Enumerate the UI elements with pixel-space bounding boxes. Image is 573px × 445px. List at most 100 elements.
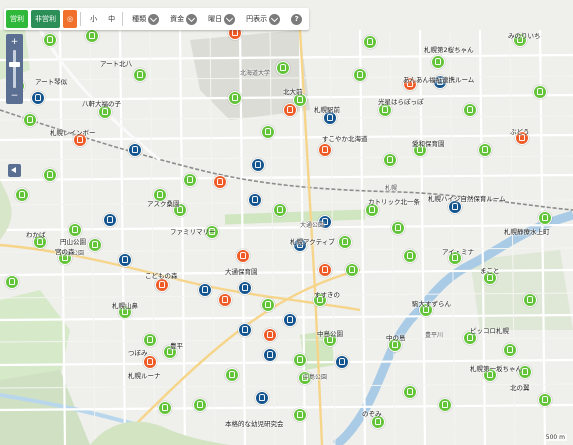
size-medium-button[interactable]: 中 — [104, 10, 119, 28]
map-pin[interactable] — [419, 303, 433, 317]
place-label[interactable]: 札幌第一坂ちゃん — [470, 365, 522, 373]
map-pin[interactable] — [391, 221, 405, 235]
map-pin[interactable] — [153, 188, 167, 202]
place-label[interactable]: あんあん福祉連携ルーム — [403, 76, 475, 84]
place-label[interactable]: 本格的な幼児研究会 — [225, 420, 284, 428]
type-dropdown[interactable]: 種類 — [128, 10, 163, 28]
place-label[interactable]: まこと — [480, 267, 500, 275]
place-label[interactable]: アイ・ミナ — [442, 248, 475, 256]
map-pin[interactable] — [323, 111, 337, 125]
place-label[interactable]: 光星はらぽっぽ — [378, 98, 424, 106]
noncommercial-filter-button[interactable]: 非営利 — [31, 10, 60, 28]
map-pin[interactable] — [298, 371, 312, 385]
map-pin[interactable] — [513, 33, 527, 47]
map-pin[interactable] — [463, 331, 477, 345]
place-label[interactable]: ピッコロ札幌 — [470, 327, 509, 335]
map-pin[interactable] — [523, 293, 537, 307]
place-label[interactable]: アート北八 — [100, 60, 133, 68]
map-pin[interactable] — [261, 125, 275, 139]
place-label[interactable]: カトリック北一条 — [368, 198, 420, 206]
place-label[interactable]: 札幌静療水上町 — [504, 228, 550, 236]
map-pin[interactable] — [433, 75, 447, 89]
map-pin[interactable] — [263, 328, 277, 342]
map-pin[interactable] — [448, 251, 462, 265]
place-label[interactable]: 北の翼 — [510, 384, 530, 392]
map-pin[interactable] — [388, 338, 402, 352]
funding-dropdown[interactable]: 資金 — [166, 10, 201, 28]
map-pin[interactable] — [318, 143, 332, 157]
commercial-filter-button[interactable]: 営利 — [6, 10, 28, 28]
place-label[interactable]: 駒大すずらん — [412, 300, 451, 308]
place-label[interactable]: 札幌山鼻 — [112, 302, 138, 310]
map-pin[interactable] — [276, 61, 290, 75]
zoom-slider-handle[interactable] — [9, 61, 20, 67]
place-label[interactable]: 中の島 — [386, 334, 406, 342]
map-pin[interactable] — [463, 103, 477, 117]
map-pin[interactable] — [85, 29, 99, 43]
place-label[interactable]: 大通保育園 — [225, 268, 258, 276]
map-pin[interactable] — [483, 271, 497, 285]
place-label[interactable]: ぶどう — [510, 128, 530, 136]
weekday-dropdown[interactable]: 曜日 — [204, 10, 239, 28]
map-pin[interactable] — [43, 33, 57, 47]
map-pin[interactable] — [293, 93, 307, 107]
place-label[interactable]: 札幌駅前 — [314, 106, 340, 114]
map-pin[interactable] — [118, 305, 132, 319]
map-pin[interactable] — [293, 408, 307, 422]
map-pin[interactable] — [248, 193, 262, 207]
map-pin[interactable] — [273, 203, 287, 217]
place-label[interactable]: みのりいち — [508, 32, 541, 40]
map-pin[interactable] — [515, 131, 529, 145]
map-pin[interactable] — [403, 249, 417, 263]
place-label[interactable]: すこやか北海道 — [322, 135, 368, 143]
map-pin[interactable] — [431, 55, 445, 69]
map-pin[interactable] — [143, 333, 157, 347]
map-pin[interactable] — [323, 333, 337, 347]
map-pin[interactable] — [118, 253, 132, 267]
map-pin[interactable] — [283, 313, 297, 327]
map-pin[interactable] — [293, 353, 307, 367]
map-pin[interactable] — [133, 68, 147, 82]
map-pin[interactable] — [155, 278, 169, 292]
map-pin[interactable] — [538, 393, 552, 407]
map-pin[interactable] — [33, 235, 47, 249]
map-pin[interactable] — [213, 175, 227, 189]
map-pin[interactable] — [371, 415, 385, 429]
map-pin[interactable] — [318, 263, 332, 277]
map-pin[interactable] — [403, 77, 417, 91]
zoom-in-button[interactable]: + — [10, 37, 19, 47]
map-pin[interactable] — [403, 385, 417, 399]
map-pin[interactable] — [318, 215, 332, 229]
display-dropdown[interactable]: 円表示 — [242, 10, 284, 28]
place-label[interactable]: つぼみ — [128, 349, 148, 357]
size-small-button[interactable]: 小 — [86, 10, 101, 28]
map-pin[interactable] — [483, 368, 497, 382]
map-pin[interactable] — [58, 251, 72, 265]
map-pin[interactable] — [228, 91, 242, 105]
map-pin[interactable] — [31, 91, 45, 105]
map-pin[interactable] — [98, 105, 112, 119]
place-label[interactable]: 豊平 — [170, 342, 183, 350]
map-pin[interactable] — [533, 85, 547, 99]
help-button[interactable]: ? — [287, 10, 306, 28]
map-pin[interactable] — [353, 68, 367, 82]
place-label[interactable]: 八軒大福の子 — [82, 100, 121, 108]
map-pin[interactable] — [413, 143, 427, 157]
place-label[interactable]: 札幌ハイジ自然保育ルーム — [428, 195, 506, 203]
map-pin[interactable] — [43, 168, 57, 182]
map-pin[interactable] — [238, 281, 252, 295]
map-pin[interactable] — [338, 235, 352, 249]
map-pin[interactable] — [263, 348, 277, 362]
place-label[interactable]: ファミリマリー — [170, 228, 216, 236]
place-label[interactable]: 札幌レインボー — [50, 129, 96, 137]
map-pin[interactable] — [128, 143, 142, 157]
map-pin[interactable] — [183, 173, 197, 187]
map-pin[interactable] — [345, 263, 359, 277]
map-pin[interactable] — [293, 238, 307, 252]
map-pin[interactable] — [163, 345, 177, 359]
map-pin[interactable] — [283, 103, 297, 117]
place-label[interactable]: 北大前 — [283, 88, 303, 96]
map-pin[interactable] — [383, 153, 397, 167]
place-label[interactable]: 宮の森 — [55, 248, 75, 256]
